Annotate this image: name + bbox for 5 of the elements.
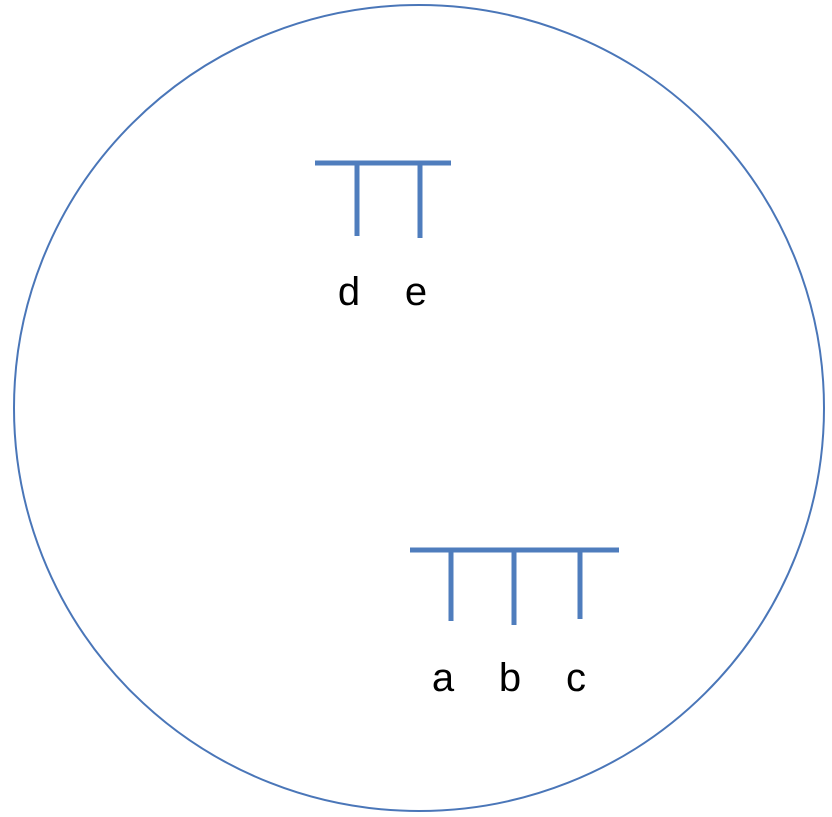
part-label: c (566, 656, 586, 700)
part-label: e (404, 270, 428, 314)
part-label: d (338, 270, 360, 314)
part-label: a (432, 656, 454, 700)
part-label: b (498, 656, 522, 700)
